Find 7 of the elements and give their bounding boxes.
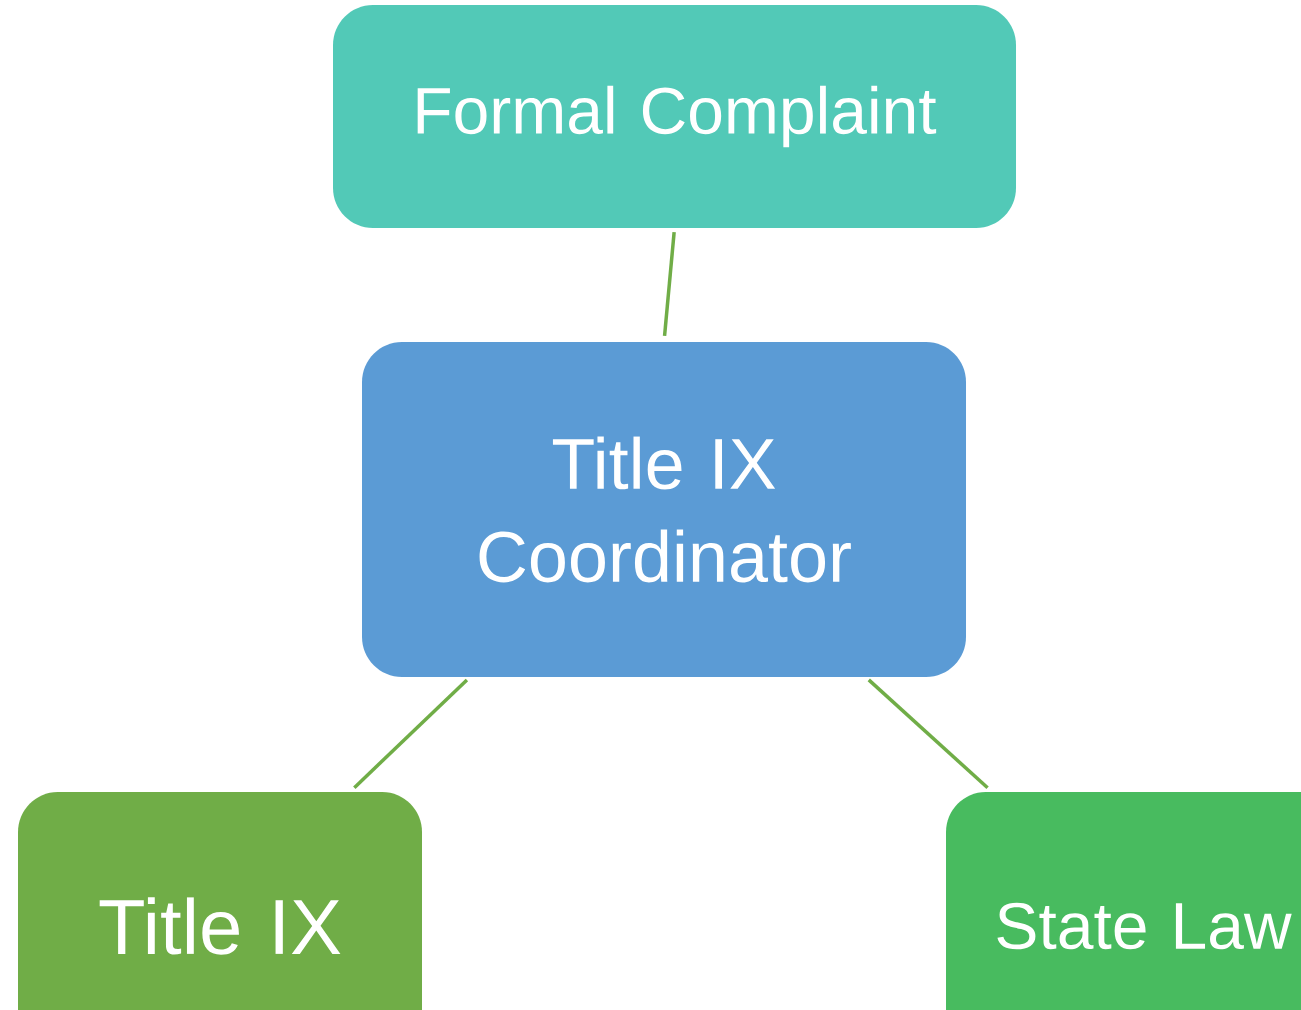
process-box: Title IX bbox=[18, 792, 422, 1010]
process-box: State Law bbox=[946, 792, 1301, 1010]
connector-line bbox=[353, 678, 469, 789]
process-box: Title IX Coordinator bbox=[362, 342, 966, 677]
connector-line bbox=[662, 232, 676, 336]
connector-line bbox=[867, 678, 989, 790]
process-box: Formal Complaint bbox=[333, 5, 1016, 228]
